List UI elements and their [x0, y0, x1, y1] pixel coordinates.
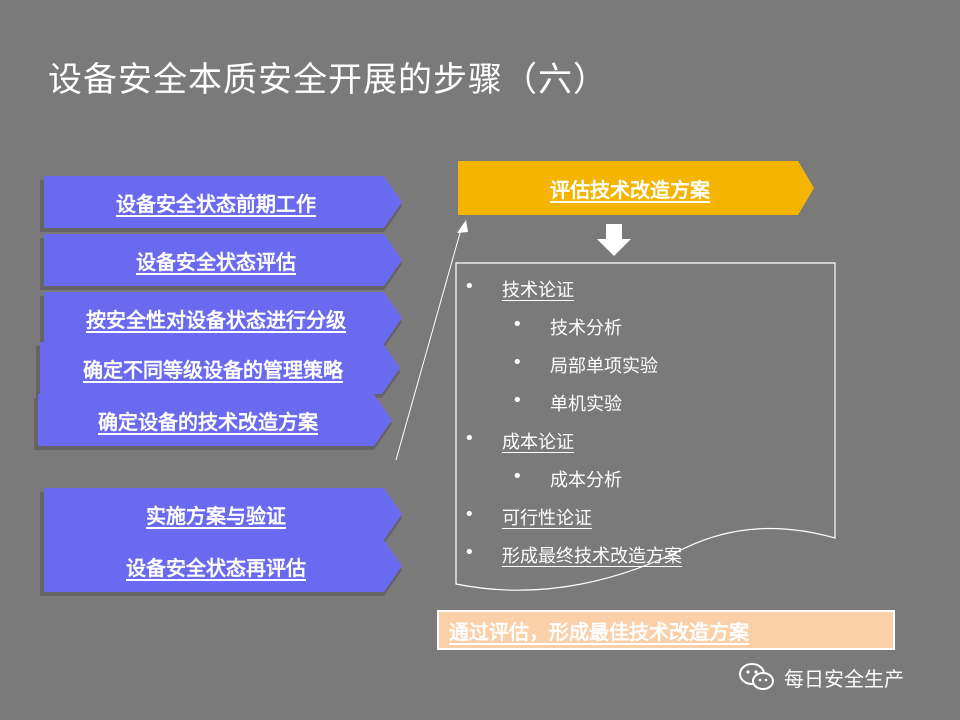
step-1: 设备安全状态前期工作 — [44, 176, 402, 228]
down-arrow-icon — [597, 224, 631, 256]
list-item: •技术论证 — [464, 276, 574, 301]
wechat-icon — [739, 663, 774, 690]
evaluate-label: 评估技术改造方案 — [550, 177, 710, 202]
list-item: •成本论证 — [464, 428, 574, 453]
page-title: 设备安全本质安全开展的步骤（六） — [48, 60, 608, 100]
step-6-label: 实施方案与验证 — [146, 503, 286, 528]
list-item: •形成最终技术改造方案 — [464, 542, 682, 567]
document-shape — [455, 262, 836, 591]
step-3-label: 按安全性对设备状态进行分级 — [86, 307, 346, 332]
step-6: 实施方案与验证 — [44, 488, 402, 540]
step-2: 设备安全状态评估 — [44, 234, 402, 286]
step-5: 确定设备的技术改造方案 — [38, 394, 392, 446]
step-1-label: 设备安全状态前期工作 — [116, 191, 316, 216]
watermark: 每日安全生产 — [738, 662, 904, 692]
step-3: 按安全性对设备状态进行分级 — [44, 292, 402, 344]
step-4: 确定不同等级设备的管理策略 — [40, 342, 400, 394]
list-item: •局部单项实验 — [512, 352, 658, 377]
step-4-label: 确定不同等级设备的管理策略 — [83, 357, 343, 382]
list-item: •可行性论证 — [464, 504, 592, 529]
step-5-label: 确定设备的技术改造方案 — [98, 409, 318, 434]
list-item: •单机实验 — [512, 390, 622, 415]
step-7: 设备安全状态再评估 — [44, 540, 402, 592]
step-7-label: 设备安全状态再评估 — [126, 555, 306, 580]
list-item: •成本分析 — [512, 466, 622, 491]
result-box: 通过评估，形成最佳技术改造方案 — [437, 610, 895, 650]
watermark-text: 每日安全生产 — [784, 666, 904, 691]
result-label: 通过评估，形成最佳技术改造方案 — [449, 619, 749, 644]
step-2-label: 设备安全状态评估 — [136, 249, 296, 274]
list-item: •技术分析 — [512, 314, 622, 339]
evaluate-box: 评估技术改造方案 — [458, 161, 814, 215]
